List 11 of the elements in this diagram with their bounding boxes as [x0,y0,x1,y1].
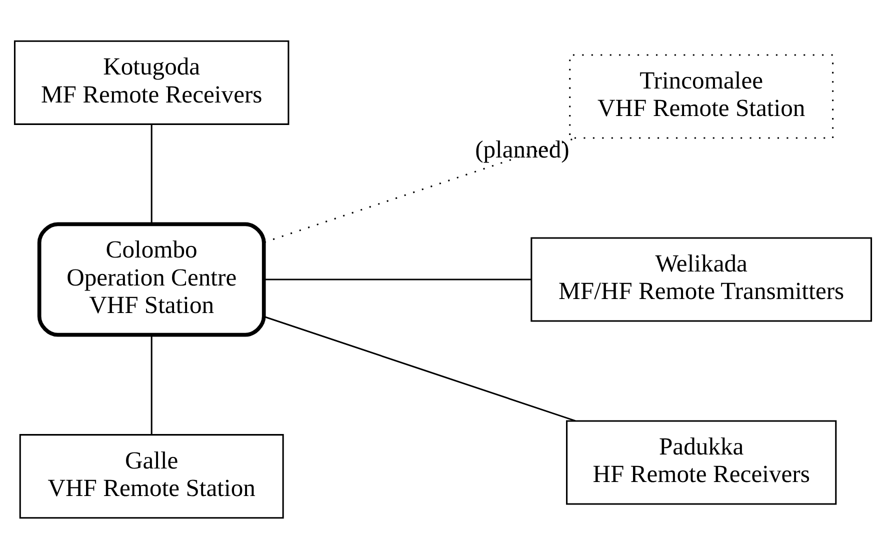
node-box: Galle VHF Remote Station [19,434,284,518]
connector [150,334,152,434]
node-box: Colombo Operation Centre VHF Station [37,222,266,336]
connector [264,278,532,280]
node-box: Padukka HF Remote Receivers [566,420,837,504]
connector [150,124,152,223]
node-box: Trincomalee VHF Remote Station [569,54,834,138]
connector [264,316,576,422]
node-box: Welikada MF/HF Remote Transmitters [530,236,872,322]
node-box: Kotugoda MF Remote Receivers [14,40,290,124]
node-label: (planned) [475,136,570,164]
